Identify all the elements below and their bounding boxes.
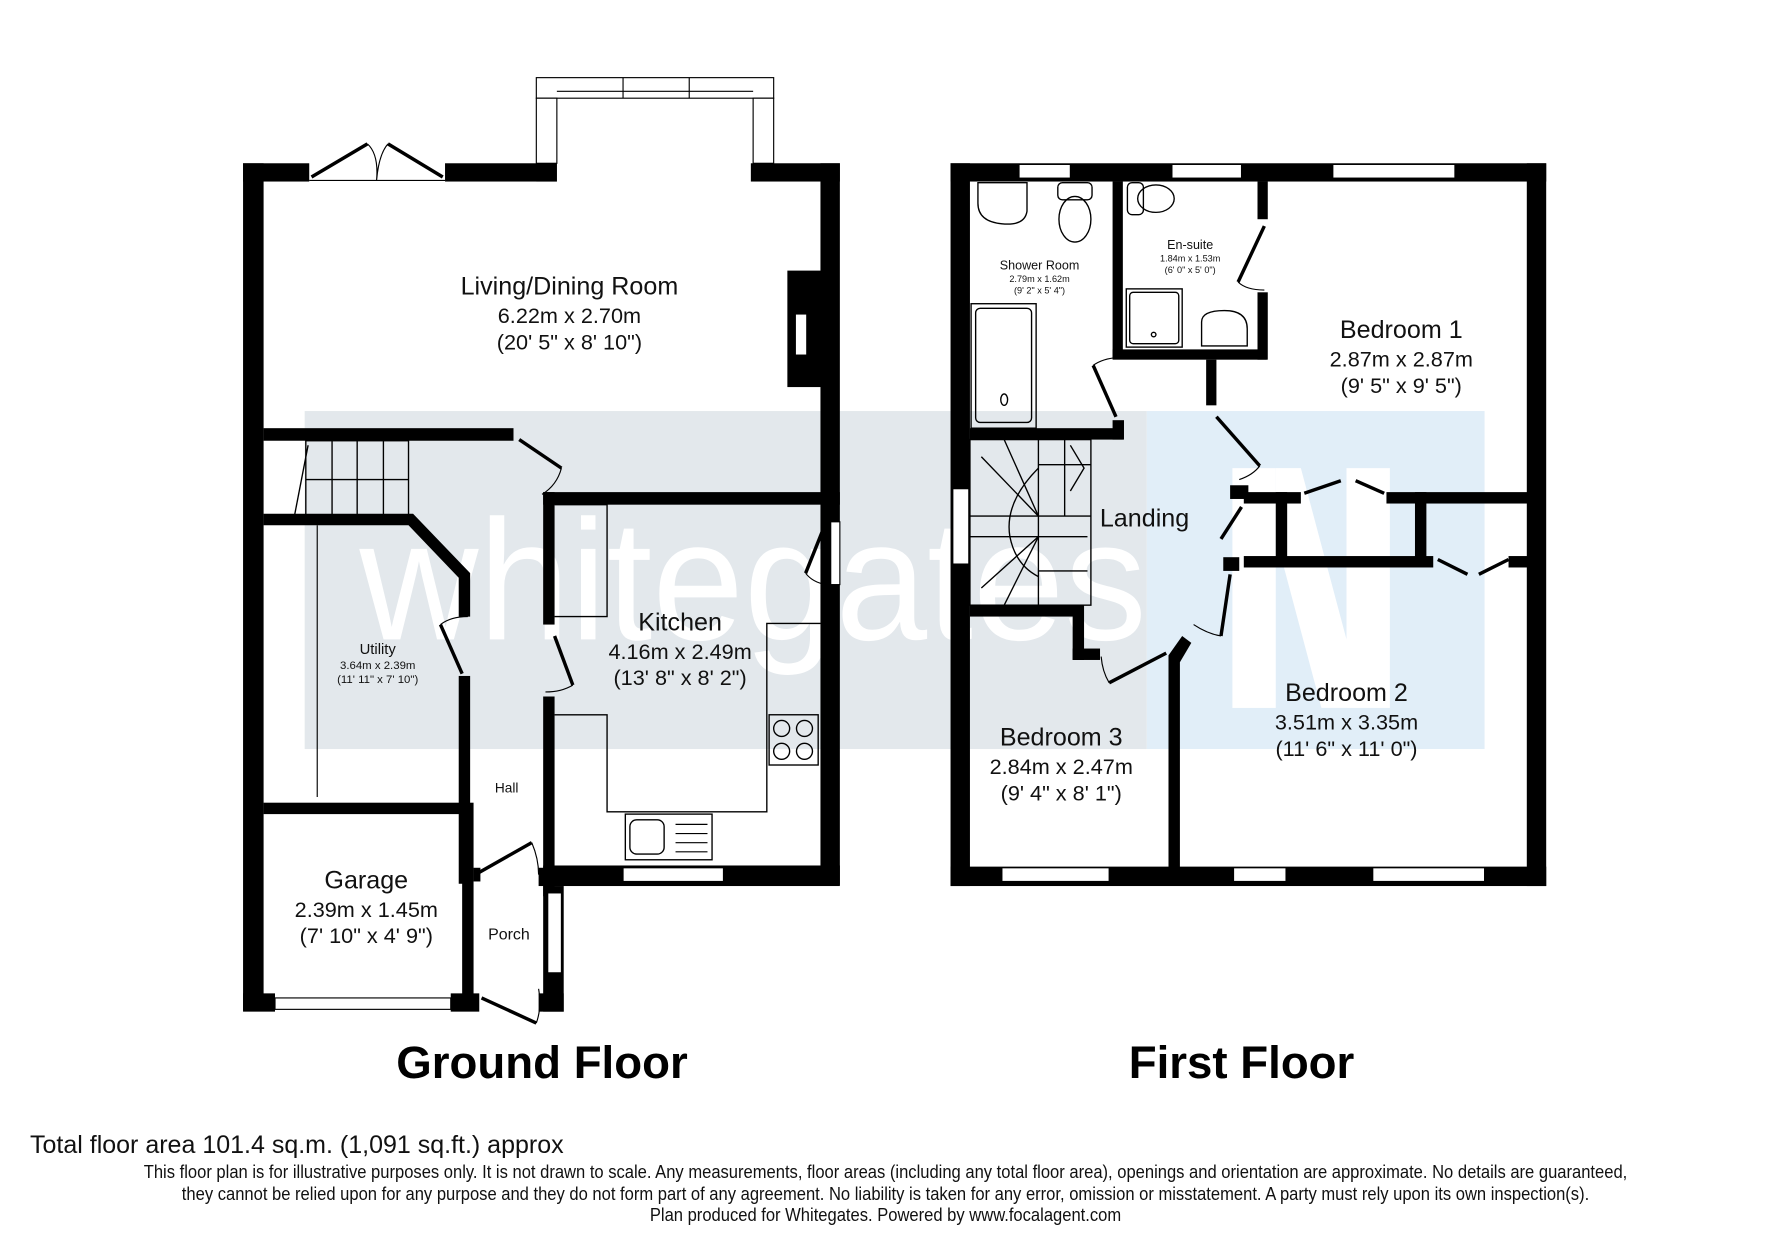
ground-floor-title: Ground Floor xyxy=(396,1037,688,1088)
first-floor-title: First Floor xyxy=(1129,1037,1355,1088)
room-living-dining-name: Living/Dining Room xyxy=(461,273,679,301)
room-utility-metric: 3.64m x 2.39m xyxy=(340,660,415,672)
room-landing-name: Landing xyxy=(1100,504,1189,532)
watermark-panel-left xyxy=(304,411,1147,750)
room-bedroom2-metric: 3.51m x 3.35m xyxy=(1275,710,1418,735)
room-kitchen-imperial: (13' 8" x 8' 2") xyxy=(613,665,746,690)
room-bedroom3-metric: 2.84m x 2.47m xyxy=(990,754,1133,779)
room-bedroom3-imperial: (9' 4" x 8' 1") xyxy=(1001,780,1122,805)
room-garage-name: Garage xyxy=(324,866,408,894)
room-bedroom2-imperial: (11' 6" x 11' 0") xyxy=(1275,736,1417,761)
room-garage-metric: 2.39m x 1.45m xyxy=(295,897,438,922)
watermark: whitegates xyxy=(304,411,1485,750)
room-ensuite-metric: 1.84m x 1.53m xyxy=(1160,253,1220,263)
ground-floor-labels: Living/Dining Room 6.22m x 2.70m (20' 5"… xyxy=(295,273,752,1088)
room-hall-name: Hall xyxy=(495,780,519,795)
room-bedroom3-name: Bedroom 3 xyxy=(1000,724,1123,752)
room-living-dining-imperial: (20' 5" x 8' 10") xyxy=(497,329,642,354)
disclaimer-line-2: they cannot be relied upon for any purpo… xyxy=(181,1183,1590,1204)
room-bedroom1-metric: 2.87m x 2.87m xyxy=(1330,347,1473,372)
room-bedroom2-name: Bedroom 2 xyxy=(1285,679,1408,707)
room-ensuite-name: En-suite xyxy=(1167,238,1213,252)
room-shower-metric: 2.79m x 1.62m xyxy=(1009,274,1069,284)
room-porch-name: Porch xyxy=(488,927,530,944)
room-kitchen-metric: 4.16m x 2.49m xyxy=(608,639,751,664)
room-shower-imperial: (9' 2" x 5' 4") xyxy=(1014,285,1065,295)
watermark-text: whitegates xyxy=(358,485,1146,676)
room-bedroom1-imperial: (9' 5" x 9' 5") xyxy=(1341,373,1462,398)
room-utility-name: Utility xyxy=(360,642,397,658)
ground-floor-plan xyxy=(243,77,841,1025)
room-shower-name: Shower Room xyxy=(1000,258,1079,272)
room-bedroom1-name: Bedroom 1 xyxy=(1340,316,1463,344)
total-floor-area: Total floor area 101.4 sq.m. (1,091 sq.f… xyxy=(30,1131,564,1159)
first-floor-plan xyxy=(950,163,1547,887)
room-kitchen-name: Kitchen xyxy=(638,608,722,636)
room-garage-imperial: (7' 10" x 4' 9") xyxy=(300,923,433,948)
disclaimer-line-3: Plan produced for Whitegates. Powered by… xyxy=(649,1205,1122,1225)
watermark-logo-icon xyxy=(1232,468,1390,708)
room-utility-imperial: (11' 11" x 7' 10") xyxy=(337,674,418,686)
first-floor-labels: Shower Room 2.79m x 1.62m (9' 2" x 5' 4"… xyxy=(990,238,1473,1088)
disclaimer-line-1: This floor plan is for illustrative purp… xyxy=(143,1162,1628,1182)
room-ensuite-imperial: (6' 0" x 5' 0") xyxy=(1165,265,1216,275)
room-living-dining-metric: 6.22m x 2.70m xyxy=(498,303,641,328)
disclaimer: This floor plan is for illustrative purp… xyxy=(71,1162,1700,1227)
